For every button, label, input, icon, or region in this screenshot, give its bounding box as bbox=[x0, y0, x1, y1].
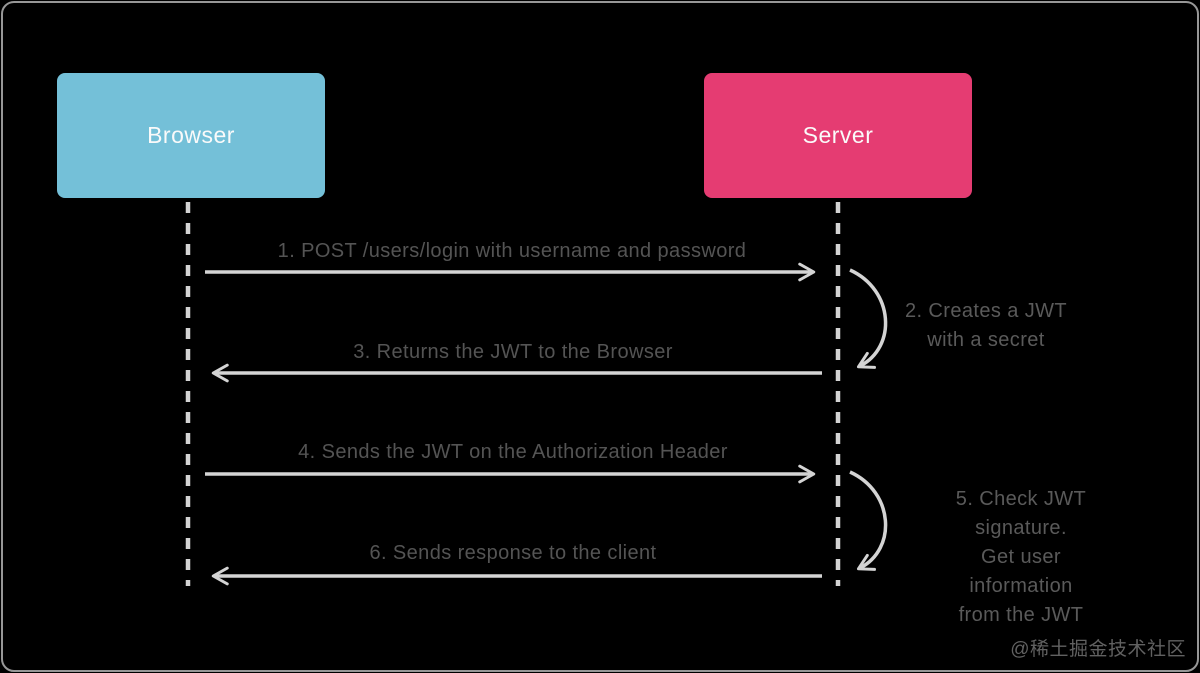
message-label-5: 5. Check JWT signature. Get user informa… bbox=[955, 488, 1087, 626]
actor-server-label: Server bbox=[802, 122, 874, 148]
message-label-1: 1. POST /users/login with username and p… bbox=[277, 240, 747, 262]
message-label-6: 6. Sends response to the client bbox=[369, 542, 657, 564]
message-label-2: 2. Creates a JWT with a secret bbox=[905, 300, 1067, 351]
actor-browser-box: Browser bbox=[57, 73, 325, 198]
self-loop-arrow-2 bbox=[849, 268, 888, 369]
watermark: @稀土掘金技术社区 bbox=[1010, 639, 1186, 660]
actor-server-box: Server bbox=[704, 73, 972, 198]
self-loop-arrow-5 bbox=[849, 470, 888, 571]
message-label-3: 3. Returns the JWT to the Browser bbox=[353, 341, 673, 363]
message-label-4: 4. Sends the JWT on the Authorization He… bbox=[298, 441, 728, 463]
actor-browser-label: Browser bbox=[147, 122, 235, 148]
